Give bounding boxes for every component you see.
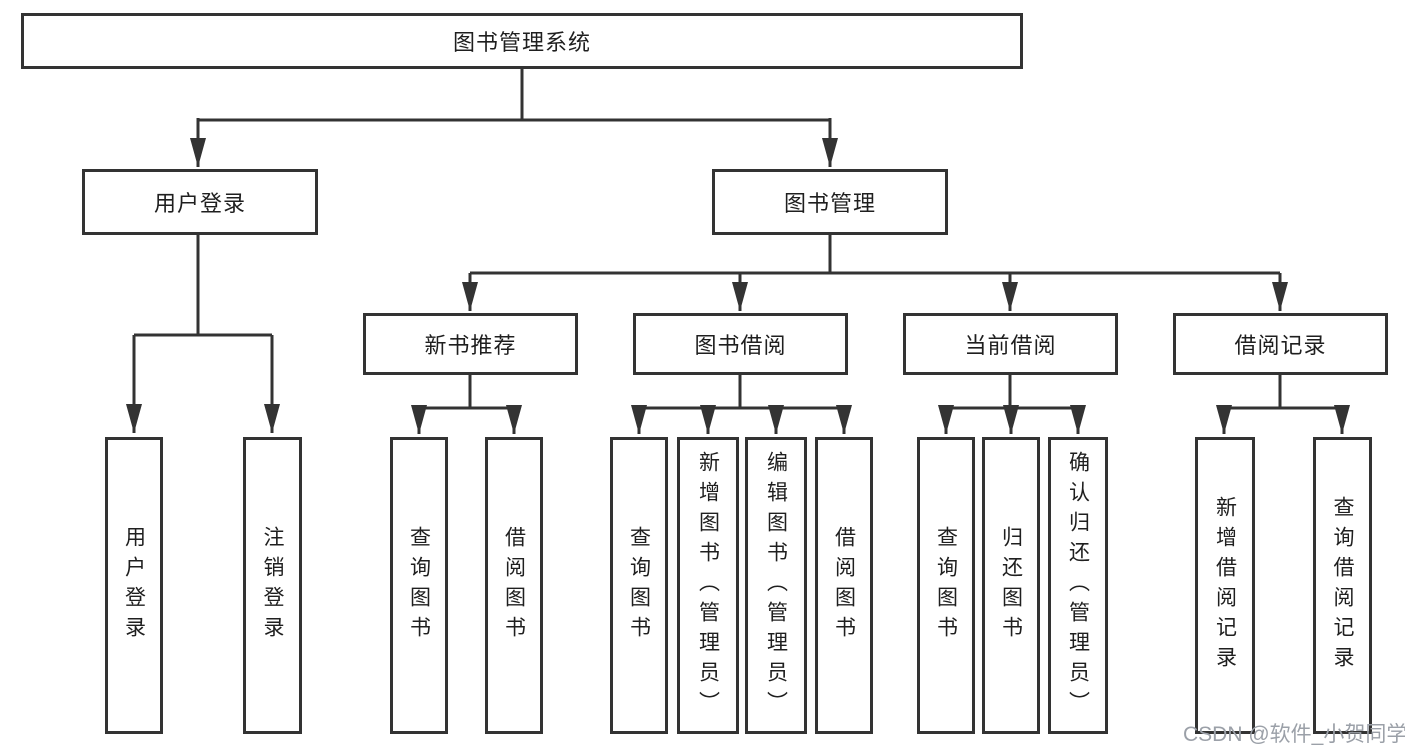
leaf-label: 查询图书 (407, 525, 431, 646)
node-root-system: 图书管理系统 (21, 13, 1023, 69)
leaf-label: 确认归还（管理员） (1066, 450, 1090, 721)
leaf-rc-add-record: 新增借阅记录 (1195, 437, 1255, 734)
connector-new-books-rail (419, 375, 514, 410)
connector-user-login-rail (134, 235, 272, 337)
leaf-logout: 注销登录 (243, 437, 302, 734)
node-label: 图书管理系统 (452, 30, 591, 55)
leaf-cb-query-books: 查询图书 (917, 437, 975, 734)
node-new-book-recommend: 新书推荐 (363, 313, 578, 375)
leaf-label: 查询图书 (627, 525, 651, 646)
leaf-bw-edit-books-admin: 编辑图书（管理员） (745, 437, 807, 734)
csdn-watermark: CSDN @软件_小贺同学 (1183, 723, 1405, 746)
connector-root-rail (198, 69, 830, 122)
leaf-label: 借阅图书 (502, 525, 526, 646)
leaf-label: 新增图书（管理员） (696, 450, 720, 721)
node-label: 图书管理 (783, 191, 876, 216)
leaf-bw-query-books: 查询图书 (610, 437, 668, 734)
node-label: 图书借阅 (694, 333, 787, 358)
leaf-label: 新增借阅记录 (1213, 495, 1237, 676)
connector-book-mgmt-rail (470, 235, 1280, 275)
leaf-label: 归还图书 (999, 525, 1023, 646)
node-user-login: 用户登录 (82, 169, 318, 235)
leaf-label: 借阅图书 (832, 525, 856, 646)
leaf-bw-borrow-books: 借阅图书 (815, 437, 873, 734)
leaf-label: 查询图书 (934, 525, 958, 646)
leaf-user-login: 用户登录 (105, 437, 163, 734)
connector-records-rail (1224, 375, 1342, 410)
leaf-cb-return-books: 归还图书 (982, 437, 1040, 734)
leaf-rc-query-record: 查询借阅记录 (1313, 437, 1372, 734)
node-label: 用户登录 (153, 191, 246, 216)
connector-borrowing-rail (639, 375, 844, 410)
leaf-nb-borrow-books: 借阅图书 (485, 437, 543, 734)
node-current-borrowing: 当前借阅 (903, 313, 1118, 375)
node-label: 新书推荐 (424, 333, 517, 358)
leaf-label: 注销登录 (261, 525, 284, 646)
leaf-label: 查询借阅记录 (1331, 495, 1354, 676)
node-book-borrowing: 图书借阅 (633, 313, 848, 375)
node-borrowing-records: 借阅记录 (1173, 313, 1388, 375)
leaf-label: 编辑图书（管理员） (764, 450, 788, 721)
connector-current-rail (946, 375, 1078, 410)
leaf-nb-query-books: 查询图书 (390, 437, 448, 734)
node-label: 借阅记录 (1234, 333, 1327, 358)
node-book-management: 图书管理 (712, 169, 948, 235)
leaf-cb-confirm-return-admin: 确认归还（管理员） (1048, 437, 1108, 734)
leaf-label: 用户登录 (122, 525, 146, 646)
node-label: 当前借阅 (964, 333, 1057, 358)
leaf-bw-add-books-admin: 新增图书（管理员） (677, 437, 739, 734)
